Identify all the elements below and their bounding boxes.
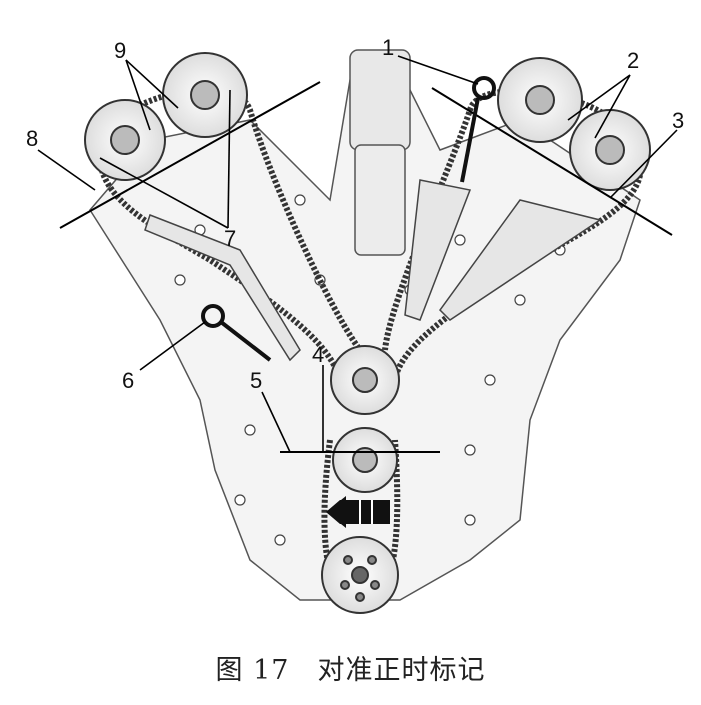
- left-bank-exhaust-sprocket: [84, 99, 166, 181]
- callout-4: 4: [312, 342, 324, 367]
- rotation-arrow: [326, 496, 390, 528]
- callout-1: 1: [382, 35, 394, 60]
- timing-alignment-lines: [59, 81, 673, 453]
- idler-sprocket: [330, 345, 400, 415]
- figure-caption: 图 17 对准正时标记: [0, 648, 701, 687]
- engine-block: [89, 49, 641, 601]
- callout-8: 8: [26, 126, 38, 151]
- callout-2: 2: [627, 48, 639, 73]
- chain-guides: [144, 179, 602, 362]
- right-bank-exhaust-sprocket: [569, 109, 651, 191]
- engine-timing-diagram: 1 2 3 4 5 6 7 8 9: [26, 35, 684, 614]
- tensioner-pin-left: [201, 304, 272, 362]
- oil-pump-sprocket: [321, 536, 399, 614]
- leader-lines: [37, 55, 678, 453]
- figure-number: 图 17: [215, 655, 290, 686]
- crankshaft-sprocket: [332, 427, 398, 493]
- callout-6: 6: [122, 368, 134, 393]
- callout-5: 5: [250, 368, 262, 393]
- tensioner-pin-right: [460, 76, 496, 183]
- left-bank-intake-sprocket: [162, 52, 248, 138]
- right-bank-intake-sprocket: [497, 57, 583, 143]
- callout-3: 3: [672, 108, 684, 133]
- callout-9: 9: [114, 38, 126, 63]
- lower-sprockets: [321, 345, 400, 614]
- figure-title: 对准正时标记: [317, 655, 486, 686]
- callout-7: 7: [224, 226, 236, 251]
